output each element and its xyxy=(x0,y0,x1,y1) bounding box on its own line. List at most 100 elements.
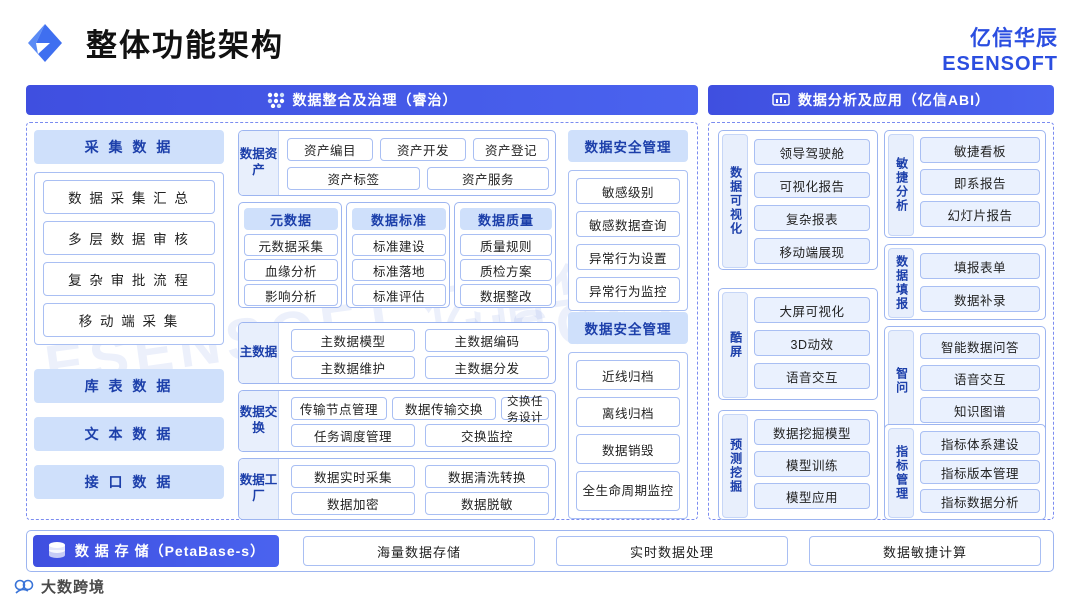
collect-item[interactable]: 多 层 数 据 审 核 xyxy=(43,221,215,255)
agile-group: 敏捷分析 敏捷看板 即系报告 幻灯片报告 xyxy=(884,130,1046,238)
exchange-cell[interactable]: 传输节点管理 xyxy=(291,397,387,420)
ask-cell[interactable]: 语音交互 xyxy=(920,365,1040,391)
standard-cell[interactable]: 标准建设 xyxy=(352,234,446,256)
quality-cell[interactable]: 质检方案 xyxy=(460,259,552,281)
mining-cell[interactable]: 模型应用 xyxy=(754,483,870,509)
ask-tab: 智问 xyxy=(888,330,914,432)
metadata-cell[interactable]: 元数据采集 xyxy=(244,234,338,256)
visualization-cell[interactable]: 复杂报表 xyxy=(754,205,870,231)
security-bottom-item[interactable]: 数据销毁 xyxy=(576,434,680,464)
security-top-item[interactable]: 异常行为设置 xyxy=(576,244,680,270)
agile-cell[interactable]: 即系报告 xyxy=(920,169,1040,195)
coolscreen-cell[interactable]: 3D动效 xyxy=(754,330,870,356)
indicator-cell[interactable]: 指标体系建设 xyxy=(920,431,1040,455)
footer-text: 大数跨境 xyxy=(41,579,106,596)
exchange-tab: 数据交换 xyxy=(239,391,279,451)
standard-header: 数据标准 xyxy=(352,208,446,230)
fill-cell[interactable]: 填报表单 xyxy=(920,253,1040,279)
agile-tab: 敏捷分析 xyxy=(888,134,914,236)
mining-cell[interactable]: 模型训练 xyxy=(754,451,870,477)
collect-other-table[interactable]: 库 表 数 据 xyxy=(34,369,224,403)
security-bottom-item[interactable]: 近线归档 xyxy=(576,360,680,390)
standard-cell[interactable]: 标准评估 xyxy=(352,284,446,306)
collect-item[interactable]: 复 杂 审 批 流 程 xyxy=(43,262,215,296)
asset-cell[interactable]: 资产标签 xyxy=(287,167,420,190)
indicator-group: 指标管理 指标体系建设 指标版本管理 指标数据分析 xyxy=(884,424,1046,520)
security-top-items: 敏感级别 敏感数据查询 异常行为设置 异常行为监控 xyxy=(568,170,688,311)
asset-cell[interactable]: 资产登记 xyxy=(473,138,549,161)
visualization-cell[interactable]: 可视化报告 xyxy=(754,172,870,198)
security-bottom-item[interactable]: 离线归档 xyxy=(576,397,680,427)
factory-cell[interactable]: 数据实时采集 xyxy=(291,465,415,488)
master-cell[interactable]: 主数据分发 xyxy=(425,356,549,379)
coolscreen-cell[interactable]: 大屏可视化 xyxy=(754,297,870,323)
ask-cell[interactable]: 智能数据问答 xyxy=(920,333,1040,359)
security-top-item[interactable]: 异常行为监控 xyxy=(576,277,680,303)
master-cell[interactable]: 主数据编码 xyxy=(425,329,549,352)
storage-label: 数 据 存 储（PetaBase-s） xyxy=(33,535,279,567)
standard-group: 数据标准 标准建设 标准落地 标准评估 xyxy=(346,202,450,308)
database-icon xyxy=(47,541,67,562)
security-bottom-item[interactable]: 全生命周期监控 xyxy=(576,471,680,511)
asset-cell[interactable]: 资产编目 xyxy=(287,138,373,161)
banner-data-governance: 数据整合及治理（睿治） xyxy=(26,85,698,115)
collect-items-box: 数 据 采 集 汇 总 多 层 数 据 审 核 复 杂 审 批 流 程 移 动 … xyxy=(34,172,224,345)
exchange-cell[interactable]: 交换任务设计 xyxy=(501,396,549,424)
collect-other-api[interactable]: 接 口 数 据 xyxy=(34,465,224,499)
factory-cell[interactable]: 数据脱敏 xyxy=(425,492,549,515)
visualization-cell[interactable]: 领导驾驶舱 xyxy=(754,139,870,165)
coolscreen-cell[interactable]: 语音交互 xyxy=(754,363,870,389)
master-cell[interactable]: 主数据模型 xyxy=(291,329,415,352)
security-bottom-items: 近线归档 离线归档 数据销毁 全生命周期监控 xyxy=(568,352,688,519)
fill-cell[interactable]: 数据补录 xyxy=(920,286,1040,312)
visualization-tab: 数据可视化 xyxy=(722,134,748,268)
security-bottom-group: 数据安全管理 近线归档 离线归档 数据销毁 全生命周期监控 xyxy=(568,312,688,519)
mining-cell[interactable]: 数据挖掘模型 xyxy=(754,419,870,445)
coolscreen-group: 酷屏 大屏可视化 3D动效 语音交互 xyxy=(718,288,878,400)
storage-item[interactable]: 实时数据处理 xyxy=(556,536,788,566)
factory-cell[interactable]: 数据清洗转换 xyxy=(425,465,549,488)
agile-cell[interactable]: 幻灯片报告 xyxy=(920,201,1040,227)
standard-cell[interactable]: 标准落地 xyxy=(352,259,446,281)
quality-cell[interactable]: 质量规则 xyxy=(460,234,552,256)
page-title: 整体功能架构 xyxy=(86,28,284,63)
security-top-header: 数据安全管理 xyxy=(568,130,688,162)
asset-group: 数据资产 资产编目 资产开发 资产登记 资产标签 资产服务 xyxy=(238,130,556,196)
storage-item[interactable]: 数据敏捷计算 xyxy=(809,536,1041,566)
storage-item[interactable]: 海量数据存储 xyxy=(303,536,535,566)
collect-item[interactable]: 移 动 端 采 集 xyxy=(43,303,215,337)
factory-cell[interactable]: 数据加密 xyxy=(291,492,415,515)
exchange-cell[interactable]: 任务调度管理 xyxy=(291,424,415,447)
indicator-cell[interactable]: 指标版本管理 xyxy=(920,460,1040,484)
indicator-tab: 指标管理 xyxy=(888,428,914,518)
security-top-item[interactable]: 敏感级别 xyxy=(576,178,680,204)
security-top-item[interactable]: 敏感数据查询 xyxy=(576,211,680,237)
collect-column: 采 集 数 据 数 据 采 集 汇 总 多 层 数 据 审 核 复 杂 审 批 … xyxy=(34,130,224,512)
fill-tab: 数据填报 xyxy=(888,248,914,318)
exchange-group: 数据交换 传输节点管理 数据传输交换 交换任务设计 任务调度管理 交换监控 xyxy=(238,390,556,452)
exchange-cell[interactable]: 数据传输交换 xyxy=(392,397,496,420)
footer-watermark: 大数跨境 xyxy=(14,576,105,597)
asset-group-tab: 数据资产 xyxy=(239,131,279,195)
agile-cell[interactable]: 敏捷看板 xyxy=(920,137,1040,163)
page-header: 整体功能架构 亿信华辰 ESENSOFT xyxy=(0,0,1080,78)
exchange-cell[interactable]: 交换监控 xyxy=(425,424,549,447)
collect-other-text[interactable]: 文 本 数 据 xyxy=(34,417,224,451)
master-cell[interactable]: 主数据维护 xyxy=(291,356,415,379)
asset-cell[interactable]: 资产开发 xyxy=(380,138,466,161)
metadata-cell[interactable]: 影响分析 xyxy=(244,284,338,306)
asset-cell[interactable]: 资产服务 xyxy=(427,167,549,190)
master-data-group: 主数据 主数据模型 主数据编码 主数据维护 主数据分发 xyxy=(238,322,556,384)
brand-logo: 亿信华辰 ESENSOFT xyxy=(942,22,1058,76)
indicator-cell[interactable]: 指标数据分析 xyxy=(920,489,1040,513)
quality-cell[interactable]: 数据整改 xyxy=(460,284,552,306)
ask-group: 智问 智能数据问答 语音交互 知识图谱 xyxy=(884,326,1046,434)
quality-header: 数据质量 xyxy=(460,208,552,230)
metadata-cell[interactable]: 血缘分析 xyxy=(244,259,338,281)
visualization-cell[interactable]: 移动端展现 xyxy=(754,238,870,264)
diamond-logo-icon xyxy=(28,24,62,62)
ask-cell[interactable]: 知识图谱 xyxy=(920,397,1040,423)
factory-tab: 数据工厂 xyxy=(239,459,279,519)
collect-item[interactable]: 数 据 采 集 汇 总 xyxy=(43,180,215,214)
